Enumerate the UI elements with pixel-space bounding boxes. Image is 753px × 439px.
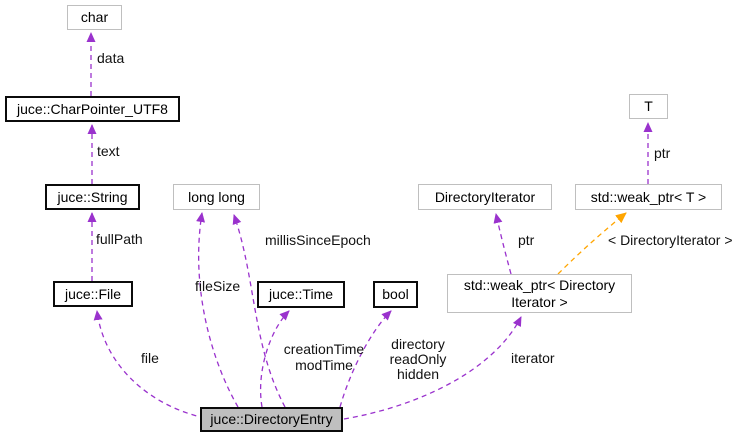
edge-label-data: data [97,50,125,66]
node-t: T [629,94,668,119]
node-juce-charpointer-utf8[interactable]: juce::CharPointer_UTF8 [5,96,180,122]
node-directoryiterator: DirectoryIterator [418,184,552,210]
edge-label-creationtime-modtime: creationTime modTime [283,341,365,373]
edge-directory-readonly-hidden [339,310,392,408]
node-long-long: long long [173,184,260,210]
node-std-weak-ptr-directoryiterator: std::weak_ptr< Directory Iterator > [447,274,632,313]
node-juce-file[interactable]: juce::File [53,281,133,307]
edge-label-template-instantiation: < DirectoryIterator > [608,232,733,248]
edge-creationtime-modtime [259,310,290,408]
edge-label-text: text [97,143,120,159]
node-juce-string[interactable]: juce::String [45,184,140,210]
node-std-weak-ptr-t: std::weak_ptr< T > [575,184,722,210]
edge-millissinceepoch [232,214,286,408]
node-juce-directoryentry: juce::DirectoryEntry [200,407,343,432]
edge-label-millissinceepoch: millisSinceEpoch [265,232,371,248]
edge-filesize [196,212,239,408]
edge-label-ptr-t: ptr [654,145,671,161]
edge-label-fullpath: fullPath [96,231,143,247]
edge-iterator [343,316,522,420]
node-char: char [67,5,122,30]
edge-label-file: file [141,350,159,366]
edge-file [93,310,206,419]
edge-label-ptr-directoryiterator: ptr [518,232,535,248]
edge-label-filesize: fileSize [195,278,241,294]
edge-template-instantiation [557,212,627,275]
node-juce-time[interactable]: juce::Time [257,281,345,308]
edge-label-iterator: iterator [511,350,555,366]
edge-label-directory-readonly-hidden: directory readOnly hidden [389,336,447,382]
edge-ptr-directoryiterator [493,213,512,275]
node-bool[interactable]: bool [373,281,418,308]
